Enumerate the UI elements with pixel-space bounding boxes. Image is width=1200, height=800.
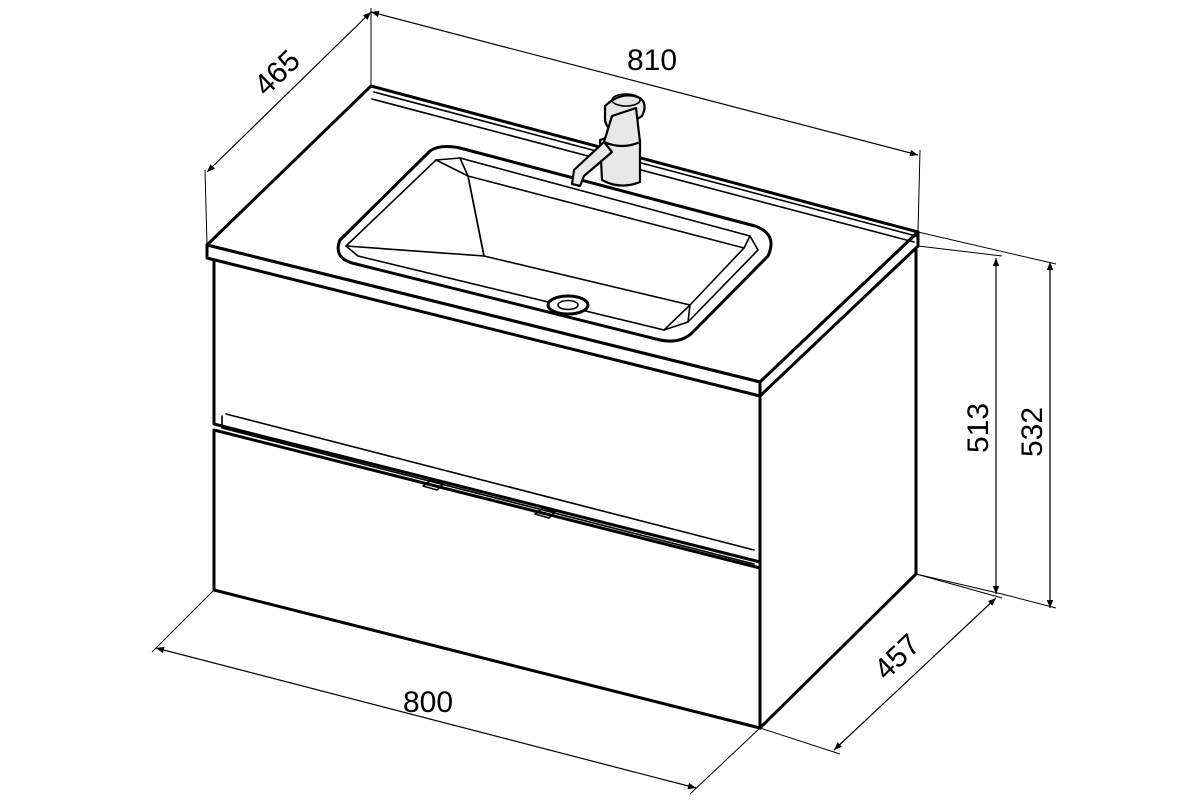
basin-crease-front-left	[345, 245, 485, 257]
basin-crease-front-right	[687, 304, 691, 323]
dimension-top-width: 810	[370, 10, 921, 233]
total-height-label: 532	[1016, 407, 1049, 457]
drain-icon	[546, 294, 590, 316]
basin-crease-right	[743, 235, 751, 249]
drawer-clip-right	[534, 507, 556, 519]
basin-crease-back	[459, 157, 469, 177]
top-depth-label: 465	[248, 44, 307, 103]
drain-inner	[557, 299, 579, 311]
drawer-handle-groove	[221, 415, 755, 565]
basin-crease-back-left	[435, 159, 469, 177]
faucet-icon	[570, 93, 646, 188]
basin-crease-front	[663, 304, 691, 331]
cabinet-width-label: 800	[403, 686, 453, 719]
cabinet-depth-label: 457	[868, 628, 927, 687]
body-height-label: 513	[962, 403, 995, 453]
drawer-groove-edge	[225, 413, 755, 551]
top-width-label: 810	[627, 44, 677, 77]
dimension-total-height: 532	[917, 231, 1057, 609]
basin	[336, 145, 773, 343]
basin-crease-left	[467, 175, 485, 257]
dimension-cabinet-width: 800	[151, 589, 761, 795]
drawer-clip-left	[422, 479, 444, 491]
dimension-body-height: 513	[915, 245, 1003, 595]
